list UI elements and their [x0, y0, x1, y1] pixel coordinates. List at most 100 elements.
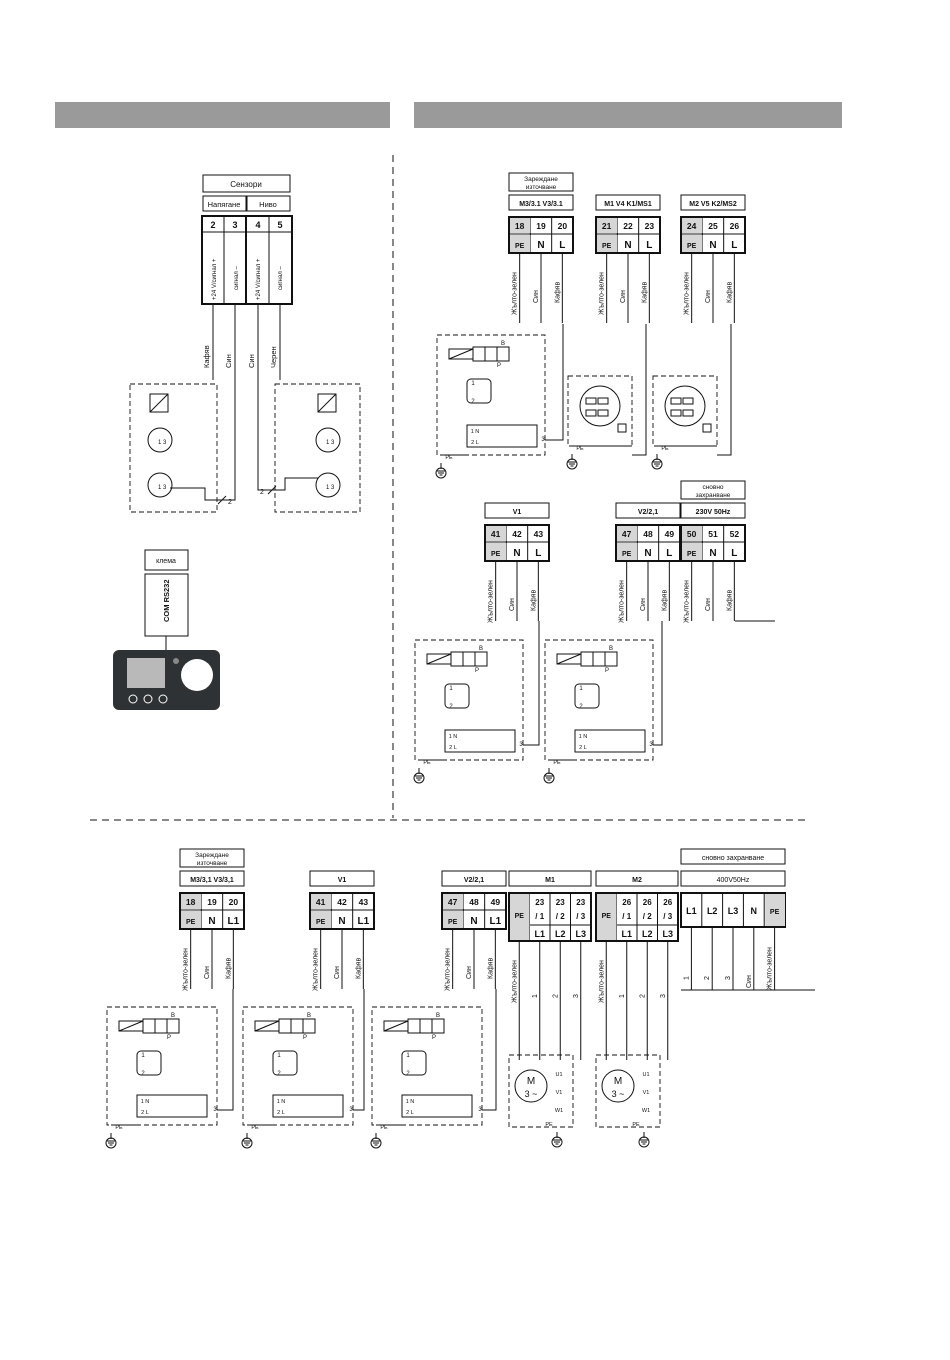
wire-color-label: Жълто-зелен: [488, 580, 495, 623]
right-header-bar: [414, 102, 842, 128]
terminal-function: PE: [491, 551, 501, 558]
block-header: M3/3,1 V3/3,1: [190, 877, 234, 884]
wire-color-label: Кафяв: [641, 282, 648, 303]
wire-color-label: Кафяв: [554, 282, 561, 303]
wire-color-label: Син: [705, 598, 712, 611]
block-header: 230V 50Hz: [696, 509, 731, 516]
terminal-number: 49: [491, 897, 501, 907]
wire-color-label: Жълто-зелен: [599, 272, 606, 315]
terminal-sub: / 3: [576, 912, 585, 921]
terminal-function: L: [535, 548, 541, 559]
wire-color-label: Син: [705, 290, 712, 303]
svg-text:1 3: 1 3: [158, 440, 167, 446]
terminal-number: 41: [316, 897, 326, 907]
valve-pe: PE: [423, 760, 431, 766]
valve-n1: 1: [141, 1053, 145, 1059]
terminal-function: L1: [227, 916, 239, 927]
sensor-term-2: 2: [210, 220, 215, 230]
valve-n2: 2: [449, 704, 453, 710]
ground-icon: [543, 768, 555, 784]
valve-n3: 3: [349, 1107, 353, 1113]
pump-pe: PE: [661, 446, 669, 452]
pump-symbol: PE: [651, 375, 718, 470]
terminal-sub: / 2: [643, 912, 652, 921]
wire-color-label: Кафяв: [726, 590, 733, 611]
terminal-number: 41: [491, 529, 501, 539]
wire-color-label: Кафяв: [661, 590, 668, 611]
terminal-function: PE: [515, 243, 525, 250]
terminal-phase: L1: [621, 929, 632, 939]
valve-p: P: [432, 1035, 436, 1041]
block-header: M1: [545, 877, 555, 884]
terminal-number: 52: [730, 529, 740, 539]
block-header: M2: [632, 877, 642, 884]
wire-color-label: Син: [204, 966, 211, 979]
terminal-phase: L1: [534, 929, 545, 939]
terminal-sub: / 1: [535, 912, 544, 921]
wire-color-label: Кафяв: [726, 282, 733, 303]
valve-1n: 1 N: [579, 734, 588, 740]
terminal-number: 49: [665, 529, 675, 539]
wire-label-black: Черен: [269, 346, 278, 368]
wire-color-label: Жълто-зелен: [313, 948, 320, 991]
ground-mark-1: 2: [228, 499, 232, 506]
block-header: V2/2,1: [638, 509, 658, 516]
ground-icon: [370, 1133, 382, 1149]
valve-b: B: [436, 1013, 440, 1019]
valve-n1: 1: [471, 381, 475, 387]
valve-n1: 1: [277, 1053, 281, 1059]
terminal-number: 23: [576, 898, 585, 907]
pump-symbol: PE: [566, 375, 633, 470]
wire-color-label: Син: [533, 290, 540, 303]
terminal-number: 20: [558, 221, 568, 231]
valve-n3: 3: [649, 742, 653, 748]
motor-m: M: [527, 1076, 535, 1087]
wire-number: 1: [683, 976, 690, 980]
wire-label-blue1: Син: [224, 354, 233, 368]
block-caption: източване: [197, 860, 228, 867]
terminal-number: 47: [448, 897, 458, 907]
wire-number: 2: [704, 976, 711, 980]
sensor-term-4: 4: [255, 220, 260, 230]
terminal-function: N: [624, 240, 631, 251]
wire-number: 2: [552, 994, 559, 998]
block-header: V1: [513, 509, 522, 516]
wire-number: 3: [660, 994, 667, 998]
wire-number: 1: [532, 994, 539, 998]
valve-pe: PE: [251, 1125, 259, 1131]
terminal-number: 26: [643, 898, 652, 907]
terminal-function: L: [559, 240, 565, 251]
block-caption: сновно: [702, 484, 723, 491]
sensor-term-5: 5: [277, 220, 282, 230]
wire-color-label: Жълто-зелен: [767, 947, 774, 990]
terminal-number: 50: [687, 529, 697, 539]
terminal-function: PE: [687, 551, 697, 558]
terminal-number: 23: [556, 898, 565, 907]
motor-u1: U1: [555, 1072, 562, 1078]
ground-icon: [105, 1133, 117, 1149]
wire-color-label: Жълто-зелен: [619, 580, 626, 623]
valve-2l: 2 L: [406, 1110, 414, 1116]
wire-label-brown: Кафяв: [202, 345, 211, 368]
block-caption: Зареждане: [195, 852, 229, 859]
com-label: COM RS232: [162, 579, 171, 622]
terminal-pe: PE: [515, 913, 525, 920]
terminal-phase: L2: [642, 929, 653, 939]
ground-mark-2: 2: [260, 489, 264, 496]
wire-color-label: Жълто-зелен: [511, 960, 518, 1003]
valve-b: B: [171, 1013, 175, 1019]
terminal-number: 19: [207, 897, 217, 907]
terminal-number: 22: [623, 221, 633, 231]
valve-p: P: [475, 668, 479, 674]
wire-label-blue2: Син: [247, 354, 256, 368]
terminal-function: L2: [707, 906, 718, 916]
ground-icon: [551, 1132, 563, 1148]
